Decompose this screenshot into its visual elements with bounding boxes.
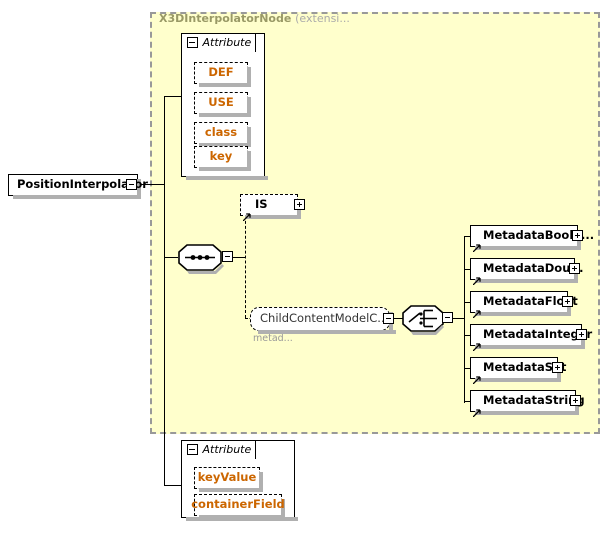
- element-metadata-string[interactable]: MetadataString: [470, 390, 585, 418]
- own-attribute-group-header[interactable]: Attribute: [180, 439, 256, 459]
- connector-choice-to-metadata-set: [464, 368, 474, 370]
- choice-compositor[interactable]: [402, 305, 454, 335]
- reference-arrow-icon: [242, 206, 251, 222]
- sequence-collapse-toggle[interactable]: [222, 251, 233, 262]
- element-metadata-float[interactable]: MetadataFloat: [470, 291, 578, 319]
- choice-collapse-toggle[interactable]: [442, 312, 453, 323]
- sequence-compositor[interactable]: [178, 244, 230, 274]
- connector-sequence-stem: [233, 257, 245, 259]
- reference-arrow-icon: [472, 336, 481, 352]
- reference-arrow-icon: [472, 237, 481, 253]
- connector-choice-to-metadata-boolean: [464, 236, 474, 238]
- metadata-float-expand-toggle[interactable]: [562, 296, 573, 307]
- own-attribute-group-toggle[interactable]: [186, 444, 198, 455]
- connector-choice-to-metadata-integer: [464, 335, 474, 337]
- metadata-string-expand-toggle[interactable]: [570, 395, 581, 406]
- attribute-container-field[interactable]: containerField: [191, 494, 285, 519]
- attribute-def[interactable]: DEF: [194, 62, 251, 87]
- metadata-double-expand-toggle[interactable]: [569, 263, 580, 274]
- reference-arrow-icon: [472, 303, 481, 319]
- extension-base-type-name: X3DInterpolatorNode: [159, 12, 292, 25]
- group-child-content-model-label: ChildContentModelC...: [260, 311, 389, 326]
- reference-arrow-icon: [472, 270, 481, 286]
- extension-region-title: X3DInterpolatorNode (extensi...: [159, 12, 350, 25]
- element-is-label: IS: [255, 197, 268, 212]
- element-position-interpolator[interactable]: PositionInterpolator: [8, 174, 148, 199]
- element-metadata-set[interactable]: MetadataSet: [470, 357, 566, 385]
- element-metadata-boolean[interactable]: MetadataBoole...: [470, 225, 594, 253]
- element-metadata-integer-label: MetadataInteger: [483, 327, 593, 342]
- element-metadata-set-label: MetadataSet: [483, 360, 567, 375]
- element-metadata-integer[interactable]: MetadataInteger: [470, 324, 592, 352]
- element-metadata-string-label: MetadataString: [483, 393, 585, 408]
- connector-main-spine: [164, 96, 166, 486]
- connector-childcontentmodel-stem: [394, 318, 406, 320]
- element-is[interactable]: IS: [240, 194, 301, 222]
- element-metadata-float-label: MetadataFloat: [483, 294, 578, 309]
- inherited-attribute-group-toggle[interactable]: [186, 37, 198, 48]
- connector-root-stem: [137, 184, 165, 186]
- attribute-key-value-label: keyValue: [197, 470, 257, 485]
- connector-choice-fan-vertical: [464, 236, 466, 403]
- element-metadata-boolean-label: MetadataBoole...: [483, 228, 595, 243]
- extension-derivation-note: (extensi...: [295, 12, 350, 25]
- child-content-model-collapse-toggle[interactable]: [383, 313, 394, 324]
- metadata-boolean-expand-toggle[interactable]: [572, 230, 583, 241]
- element-metadata-double[interactable]: MetadataDou...: [470, 258, 584, 286]
- inherited-attribute-group-header[interactable]: Attribute: [180, 32, 256, 52]
- connector-choice-to-metadata-double: [464, 269, 474, 271]
- connector-to-sequence: [164, 257, 178, 259]
- connector-choice-stem: [453, 318, 465, 320]
- connector-choice-to-metadata-float: [464, 302, 474, 304]
- connector-choice-to-metadata-string: [464, 401, 474, 403]
- connector-sequence-fan-vertical: [245, 206, 246, 318]
- element-position-interpolator-label: PositionInterpolator: [17, 177, 148, 192]
- attribute-use-label: USE: [208, 95, 234, 110]
- attribute-def-label: DEF: [208, 65, 234, 80]
- group-child-content-model[interactable]: ChildContentModelC...: [250, 307, 396, 334]
- element-metadata-double-label: MetadataDou...: [483, 261, 584, 276]
- reference-arrow-icon: [472, 402, 481, 418]
- attribute-container-field-label: containerField: [191, 497, 285, 512]
- element-is-expand-toggle[interactable]: [294, 199, 305, 210]
- attribute-key-value[interactable]: keyValue: [194, 467, 263, 492]
- reference-arrow-icon: [472, 369, 481, 385]
- attribute-class[interactable]: class: [194, 122, 251, 147]
- attribute-key-label: key: [209, 149, 233, 164]
- connector-to-own-attributes: [164, 485, 181, 487]
- metadata-set-expand-toggle[interactable]: [552, 362, 563, 373]
- attribute-use[interactable]: USE: [194, 92, 251, 117]
- metadata-integer-expand-toggle[interactable]: [576, 329, 587, 340]
- group-child-content-model-sublabel: metad...: [253, 333, 293, 344]
- own-attribute-group-label: Attribute: [202, 443, 252, 456]
- position-interpolator-collapse-toggle[interactable]: [126, 179, 137, 190]
- inherited-attribute-group-label: Attribute: [202, 36, 252, 49]
- connector-to-inherited-attributes: [164, 96, 181, 98]
- attribute-key[interactable]: key: [194, 146, 251, 171]
- attribute-class-label: class: [204, 125, 238, 140]
